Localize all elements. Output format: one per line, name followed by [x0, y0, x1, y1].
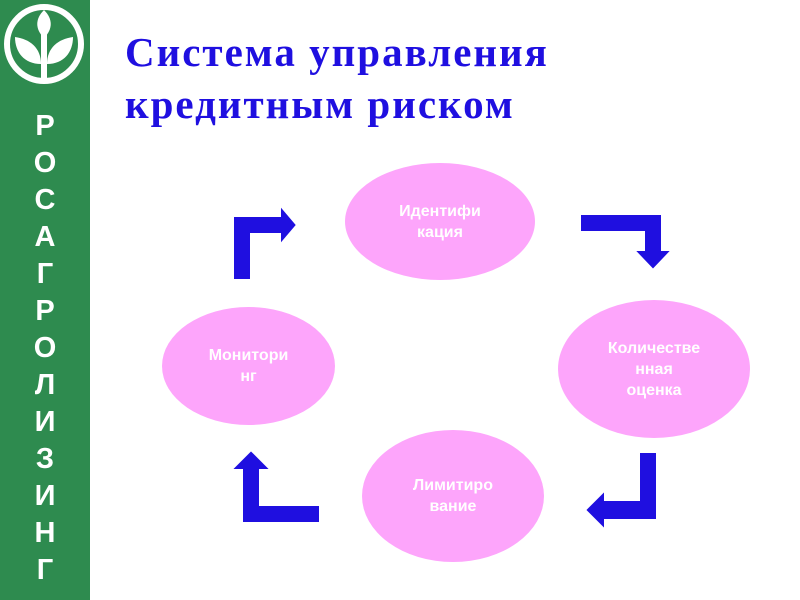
elbow-arrow-up-icon [228, 448, 321, 524]
brand-letter: А [34, 221, 56, 253]
brand-letter: С [34, 184, 56, 216]
cycle-node-monitoring: Монитори нг [162, 307, 335, 425]
cycle-node-quantitative-assessment: Количестве нная оценка [558, 300, 750, 438]
brand-letter: З [35, 443, 55, 475]
slide-title-line: кредитным риском [125, 81, 515, 127]
vertical-brand-name: Р О С А Г Р О Л И З И Н Г [0, 108, 90, 589]
brand-letter: Г [36, 554, 54, 586]
brand-letter: Р [35, 295, 55, 327]
brand-letter: И [34, 480, 56, 512]
cycle-node-limiting: Лимитиро вание [362, 430, 544, 562]
brand-letter: Л [34, 369, 56, 401]
cycle-node-identification: Идентифи кация [345, 163, 535, 280]
brand-letter: Г [36, 258, 54, 290]
elbow-arrow-right-icon [232, 202, 299, 281]
brand-letter: И [34, 406, 56, 438]
brand-letter: О [33, 147, 57, 179]
brand-sidebar: Р О С А Г Р О Л И З И Н Г [0, 0, 90, 600]
brand-letter: Н [34, 517, 56, 549]
brand-letter: Р [35, 110, 55, 142]
slide-title-line: Система управления [125, 29, 549, 75]
elbow-arrow-down-icon [579, 213, 675, 272]
elbow-arrow-left-icon [583, 451, 658, 533]
slide-title: Система управления кредитным риском [125, 26, 765, 130]
leaf-sprout-logo-icon [4, 4, 84, 84]
brand-letter: О [33, 332, 57, 364]
